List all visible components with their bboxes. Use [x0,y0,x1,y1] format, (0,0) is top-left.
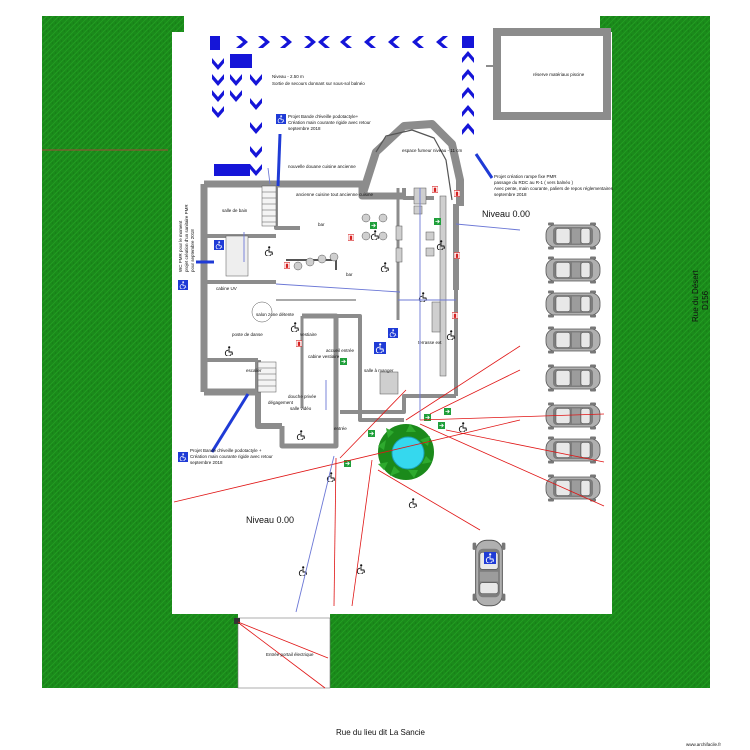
road-bottom-label: Rue du lieu dit La Sancie [336,728,426,737]
wheelchair-icon [458,422,468,432]
wheelchair-icon [370,230,380,240]
annotation-ramp-line-3: Avec pente, main courante, paliers de re… [494,186,614,191]
annotation-ramp-line-4: septembre 2018 [494,192,527,197]
room-espace-fumeur: espace fumeur niveau - 11 cm [402,148,462,153]
annotation-wc-line-2: projet création d'un sanitaire PMR [184,204,189,272]
room-vestiaire: vestiaire [300,332,317,337]
wheelchair-icon [224,346,234,356]
reserve-building [486,28,611,120]
pmr-signs [178,114,398,462]
level-label-main: Niveau 0.00 [246,515,294,525]
room-cabine: cabine UV [216,286,237,291]
access-lines-red [173,345,605,607]
entrance-area [234,617,331,689]
annotation-ramp-line-2: passage du RDC au R-1 ( vers balnéo ) [494,180,574,185]
room-douche: douche privée [288,394,317,399]
annotation-top-line-3: septembre 2018 [288,126,321,131]
wheelchair-icon [446,330,456,340]
annotation-top-line-2: Création main courante rigide avec retou… [288,120,371,125]
entrance-label: Entrée portail électrique [266,652,314,657]
bar-furniture [225,187,447,395]
room-terrasse: terrasse ext [418,340,442,345]
reserve-label: réserve matériaux piscine [533,72,585,77]
room-escalier: escalier [246,368,262,373]
annotation-wc-line-3: pour septembre 2018 [190,229,195,272]
room-labels: salle de bain cabine UV salon zone déten… [216,148,462,431]
room-entree: entrée [334,426,347,431]
annotation-pointers [196,133,494,453]
room-salon: salon zone détente [256,312,295,317]
wheelchair-icon [380,262,390,272]
annotation-bottom-line-1: Projet Bande d'éveille podotactyle + [190,448,262,453]
parking-cars [472,222,601,607]
room-degagement: dégagement [268,400,294,405]
road-right-number: D156 [701,290,710,310]
basement-level-note: Niveau - 2.50 m [272,74,304,79]
wheelchair-icon [296,430,306,440]
room-cabine-vestiaire: cabine vestiaire [308,354,340,359]
annotation-top-line-1: Projet Bande d'éveille podotactyle+ [288,114,359,119]
room-coin-cuisine: nouvelle douane cuisine ancienne [288,164,356,169]
wheelchair-icon [264,246,274,256]
room-cuisine: ancienne cuisine tout ancienne cuisine [296,192,374,197]
annotation-ramp-line-1: Projet création rampe fixe PMR [494,174,557,179]
staircase-bottom [257,361,277,393]
room-accueil: accueil entrée [326,348,355,353]
wheelchair-icon [290,322,300,332]
annotation-bottom-line-3: septembre 2018 [190,460,223,465]
room-bar-2: bar [346,272,353,277]
wheelchair-icon [356,564,366,574]
watermark: www.archifacile.fr [686,742,722,747]
staircase-top [261,185,277,227]
room-bar-1: bar [318,222,325,227]
level-label-right: Niveau 0.00 [482,209,530,219]
room-manger: salle à manger [364,368,394,373]
road-right-group: Rue du Désert D156 [691,270,710,322]
evacuation-arrows [210,36,474,176]
room-salle-video: salle vidéo [290,406,312,411]
access-lines-blue [243,167,521,613]
annotation-bottom-line-2: Création main courante rigide avec retou… [190,454,273,459]
basement-exit-note: Sortie de secours donnant sur sous-sol b… [272,81,365,86]
road-right-label: Rue du Désert [691,270,700,322]
annotation-wc-group: WC PMR pour le moment projet création d'… [178,204,195,272]
lawn-areas [42,16,710,688]
wheelchair-icon [408,498,418,508]
room-sdb: salle de bain [222,208,248,213]
annotation-wc-line-1: WC PMR pour le moment [178,220,183,272]
room-poste: poste de danse [232,332,263,337]
